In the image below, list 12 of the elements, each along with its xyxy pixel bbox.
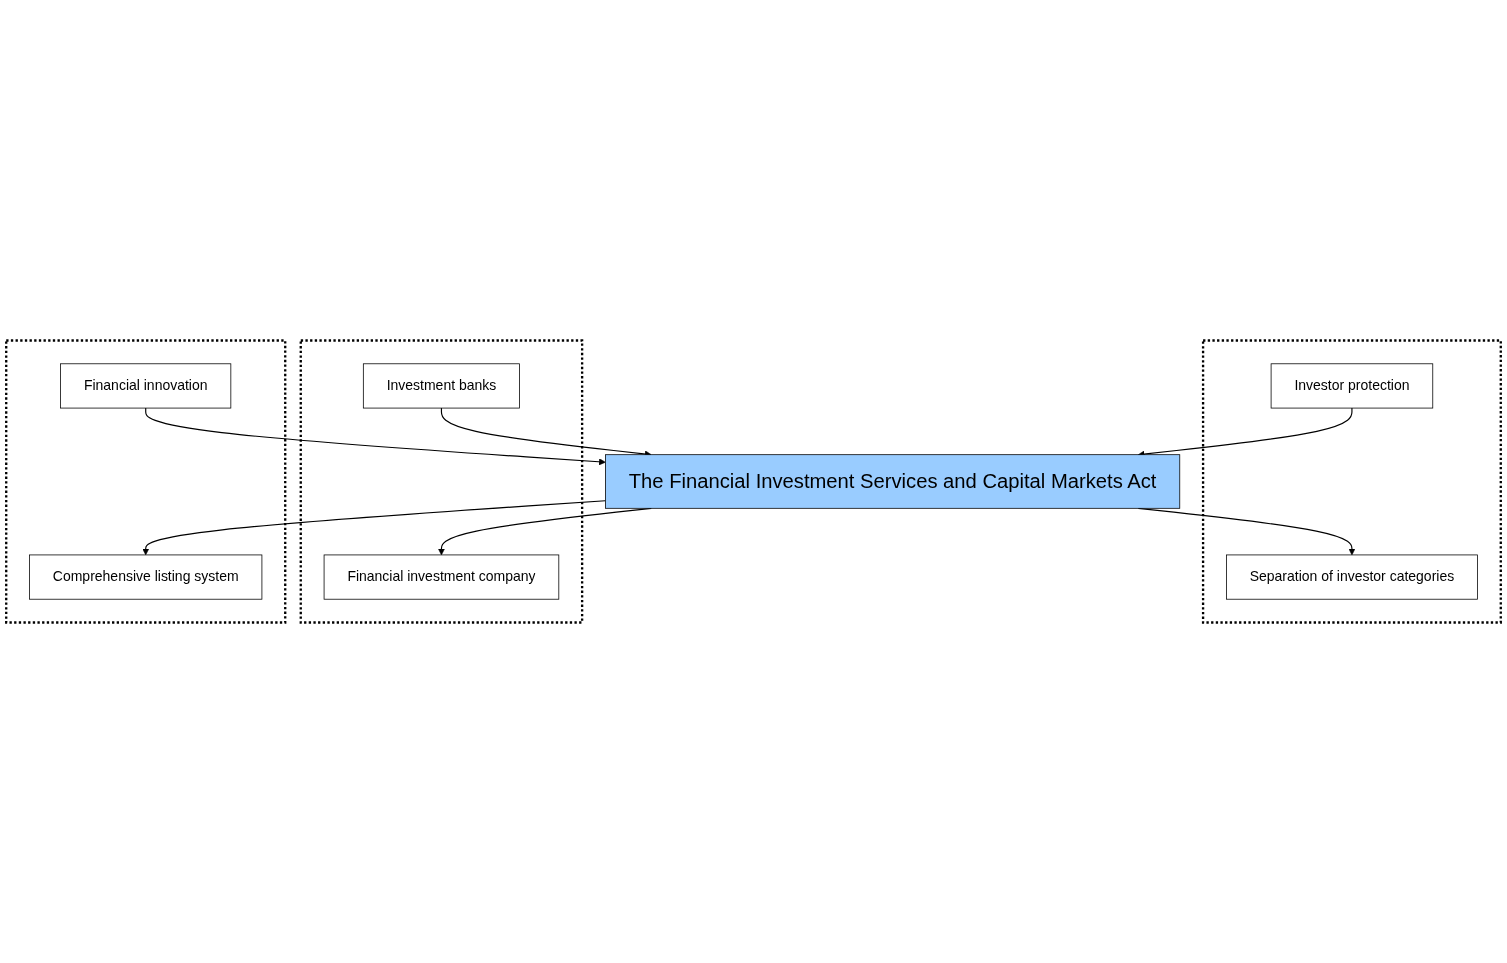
node-box: Investment banks bbox=[362, 363, 520, 409]
arrow bbox=[145, 407, 606, 466]
arrow bbox=[142, 500, 607, 556]
node-box: The Financial Investment Services and Capital Markets Act bbox=[605, 454, 1181, 509]
node-box: Comprehensive listing system bbox=[29, 554, 263, 600]
node-box: Financial innovation bbox=[60, 363, 232, 409]
node-box: Separation of investor categories bbox=[1226, 554, 1478, 600]
node-box: Investor protection bbox=[1270, 363, 1434, 409]
node-box: Financial investment company bbox=[323, 554, 560, 600]
cluster bbox=[1201, 339, 1502, 624]
cluster bbox=[5, 339, 287, 624]
cluster bbox=[299, 339, 584, 624]
